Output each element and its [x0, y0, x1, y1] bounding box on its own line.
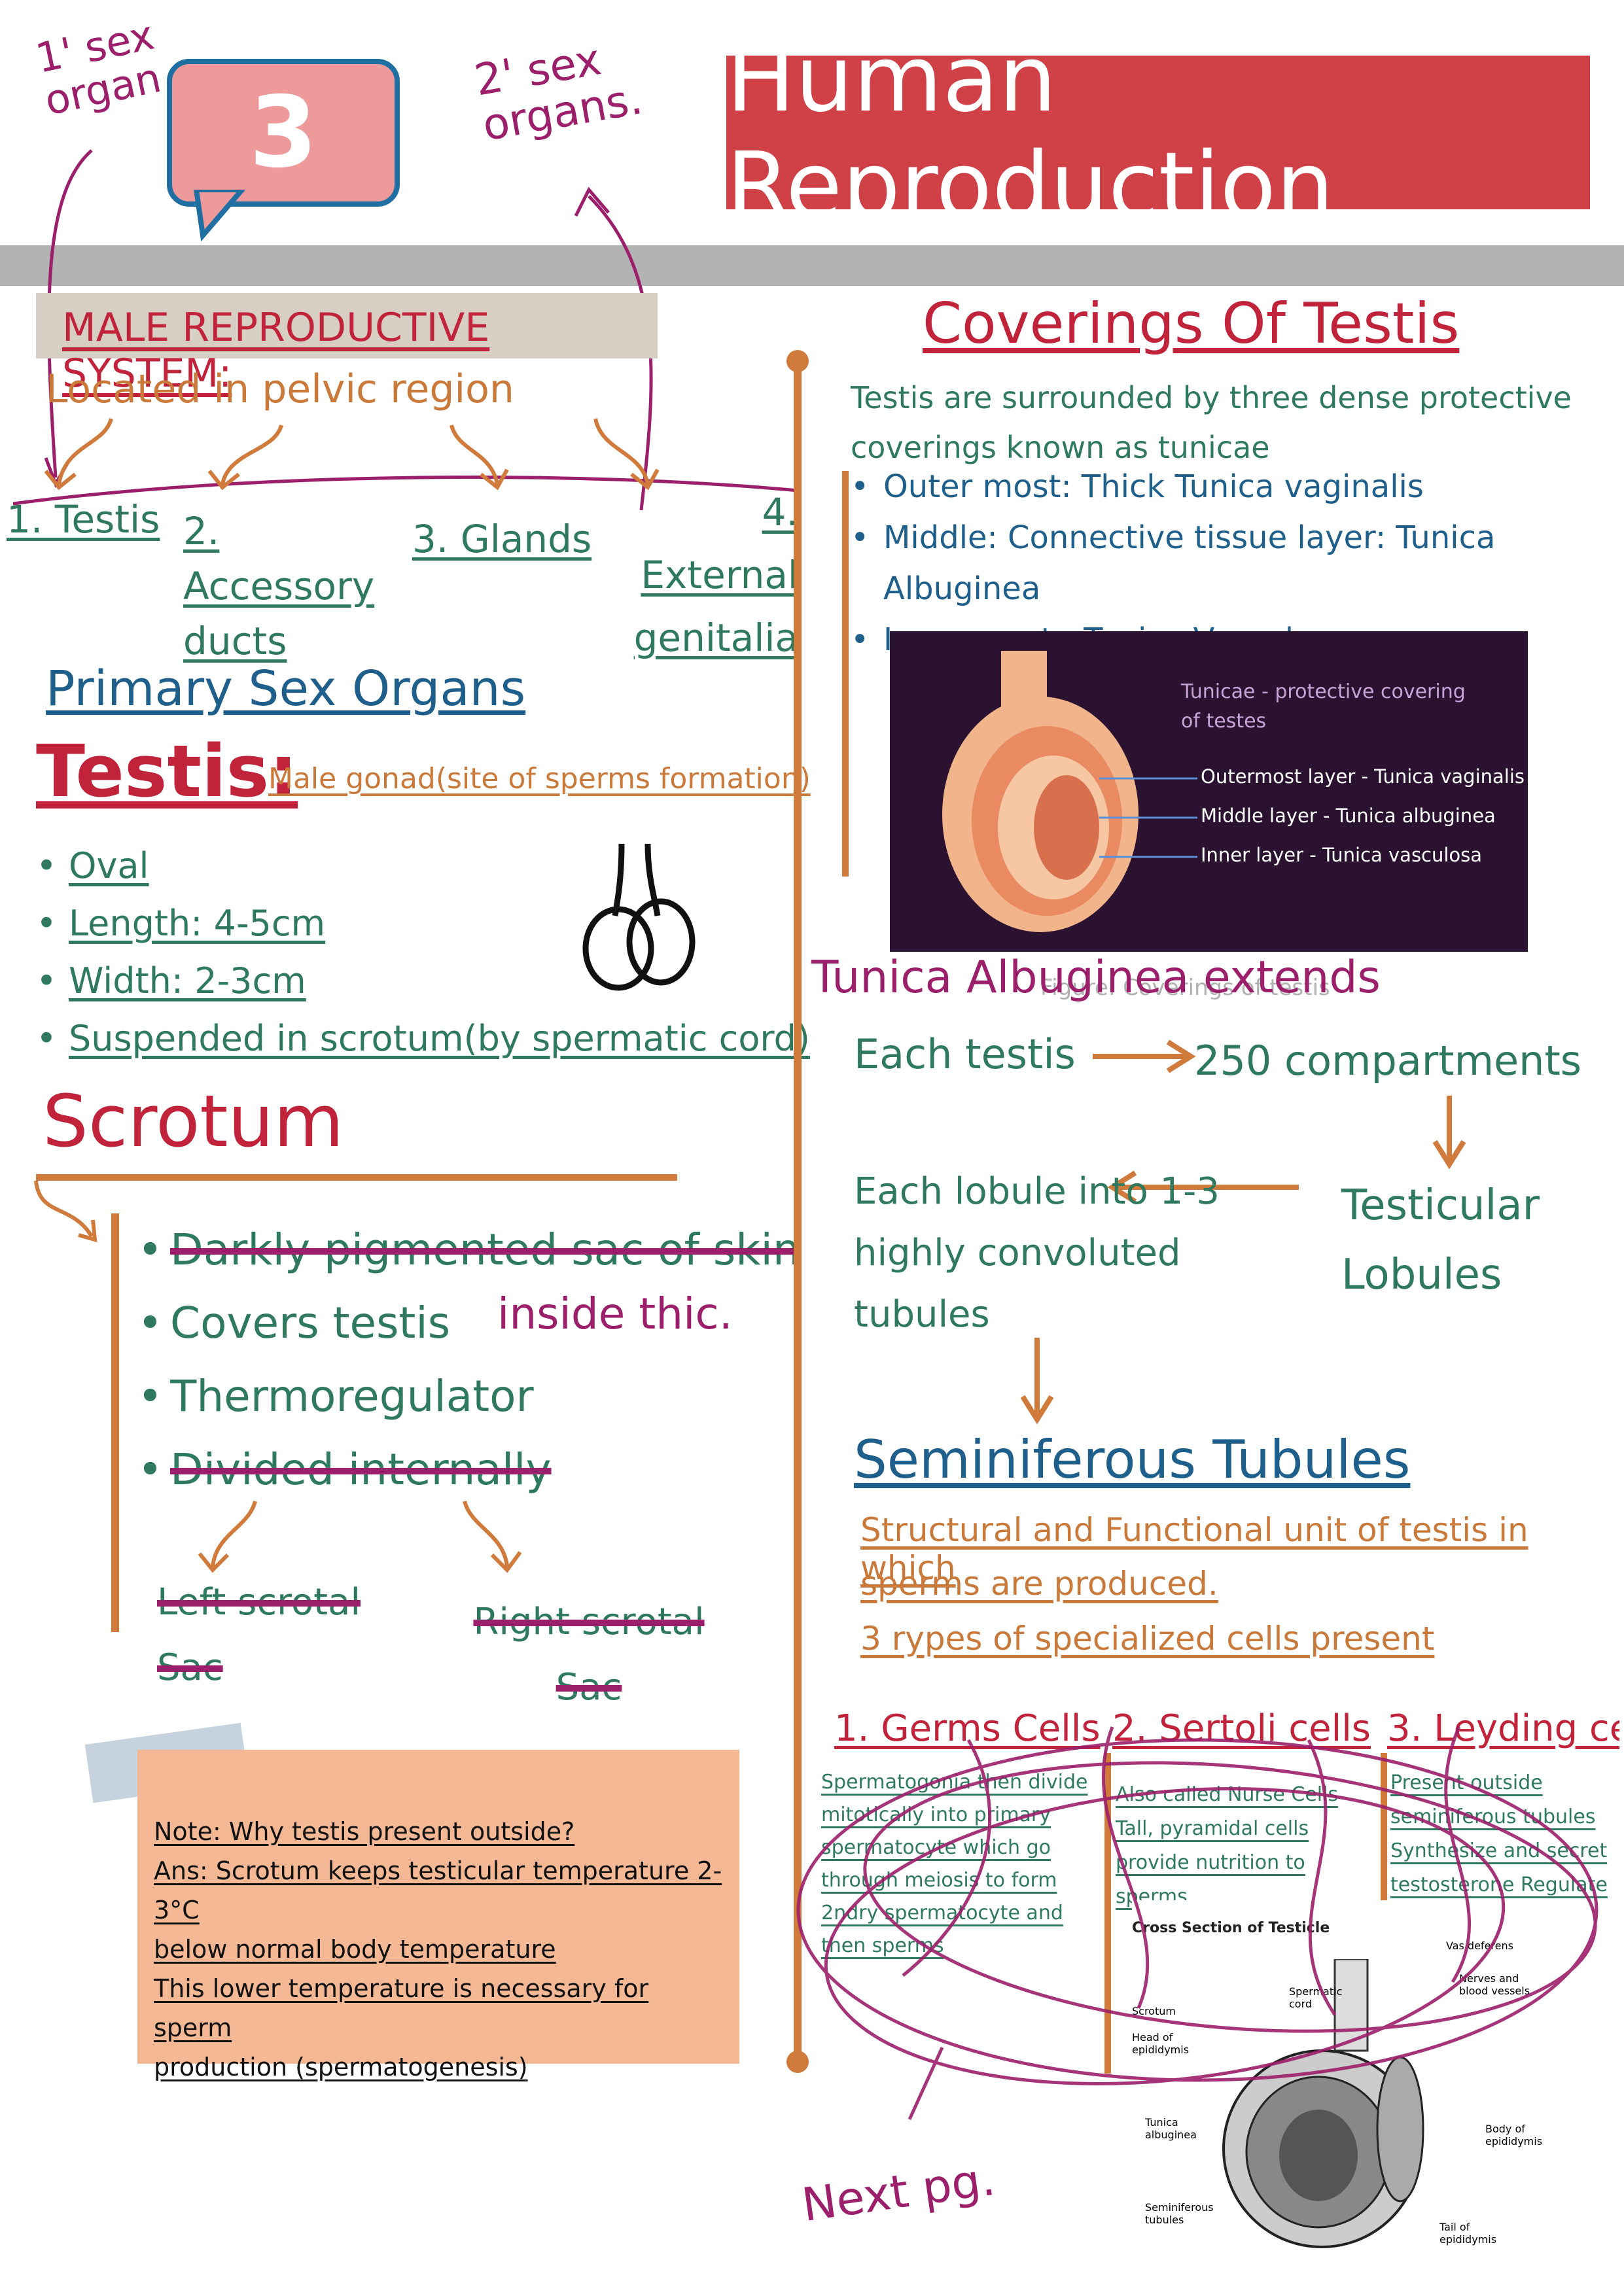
- note-line: Note: Why testis present outside?: [154, 1817, 575, 1846]
- scrotum-bullet-text: Darkly pigmented sac of skin: [170, 1225, 800, 1275]
- figure-label: Outermost layer - Tunica vaginalis: [1201, 765, 1525, 788]
- compartments: 250 compartments: [1194, 1037, 1582, 1085]
- location-text: Located in pelvic region: [46, 366, 514, 412]
- diagram-title: Cross Section of Testicle: [1132, 1920, 1330, 1936]
- figure-title: Tunicae - protective covering of testes: [1181, 680, 1466, 733]
- testis-bullet: Length: 4-5cm: [36, 895, 810, 952]
- scrotum-bullet-text: Divided internally: [170, 1444, 552, 1495]
- albuginea-note: Tunica Albuginea extends: [811, 952, 1381, 1003]
- testicular-lobules: Testicular Lobules: [1341, 1181, 1540, 1299]
- testicle-illustration: [1222, 1959, 1424, 2248]
- timeline-line: [794, 366, 802, 2061]
- diagram-label: Scrotum: [1132, 2005, 1176, 2017]
- seminiferous-def: Structural and Functional unit of testis…: [860, 1511, 1528, 1587]
- scribble-overlay: [796, 1726, 1598, 2121]
- coverings-heading: Coverings Of Testis: [923, 291, 1460, 357]
- note-card: Note: Why testis present outside? Ans: S…: [137, 1750, 739, 2081]
- branch-arrows: [198, 1501, 522, 1573]
- primary-heading: Primary Sex Organs: [46, 661, 526, 717]
- lobule-text: Each lobule into 1-3 highly convoluted t…: [854, 1170, 1220, 1336]
- testis-bullet: Suspended in scrotum(by spermatic cord): [36, 1010, 810, 1068]
- seminiferous-def: sperms are produced.: [860, 1565, 1218, 1603]
- divider-bar: [0, 245, 1624, 286]
- figure-caption: Figure: Coverings of testis: [1040, 975, 1330, 1001]
- coverings-intro: Testis are surrounded by three dense pro…: [851, 380, 1572, 465]
- scrotum-bullet-text: Thermoregulator: [170, 1371, 534, 1421]
- seminiferous-heading: Seminiferous Tubules: [854, 1429, 1411, 1490]
- arrow-right: [1093, 1039, 1196, 1073]
- location-arrows: [44, 418, 660, 491]
- testis-icon: [582, 843, 696, 991]
- diagram-label: Nerves and blood vessels: [1459, 1972, 1530, 1997]
- diagram-label: Body of epididymis: [1485, 2123, 1543, 2148]
- figure-label: Inner layer - Tunica vasculosa: [1201, 844, 1483, 866]
- cell-divider: [1381, 1753, 1387, 2041]
- timeline-dot-bottom: [786, 2051, 809, 2073]
- testis-bullet: Oval: [36, 837, 810, 895]
- testis-title: Testis:: [36, 729, 298, 813]
- scrotum-bullet: Thermoregulator: [137, 1360, 800, 1433]
- cell-divider: [1104, 1753, 1111, 2074]
- left-scrotal-sac: Left scrotal Sac: [157, 1581, 361, 1689]
- note-line: production (spermatogenesis): [154, 2053, 528, 2081]
- arrow-left: [1107, 1170, 1299, 1204]
- note-line: Ans: Scrotum keeps testicular temperatur…: [154, 1856, 722, 1924]
- scrotum-annotation: inside thic.: [497, 1289, 733, 1339]
- scrotum-title: Scrotum: [43, 1079, 344, 1163]
- testis-definition: Male gonad(site of sperms formation): [268, 762, 811, 795]
- cross-section-diagram: Cross Section of Testicle Scrotum Head o…: [1132, 1900, 1564, 2267]
- scrotum-underline: [36, 1174, 677, 1181]
- each-testis: Each testis: [854, 1030, 1076, 1078]
- figure-pointer-lines: [1099, 777, 1197, 858]
- part-accessory-ducts: 2. Accessory ducts: [183, 509, 375, 663]
- scrotum-bullet: Darkly pigmented sac of skin: [137, 1213, 800, 1287]
- scrotum-bullet: Covers testis: [137, 1287, 800, 1360]
- male-system-heading-text: MALE REPRODUCTIVE SYSTEM:: [62, 305, 490, 396]
- badge-tail: [193, 190, 246, 242]
- scrotum-bullet: Divided internally: [137, 1433, 800, 1506]
- figure-label: Middle layer - Tunica albuginea: [1201, 805, 1496, 827]
- sertoli-cells-title: 2. Sertoli cells: [1112, 1707, 1371, 1750]
- germ-cells-text: Spermatogonia then divide mitotically in…: [821, 1771, 1088, 1957]
- leydig-cells-title: 3. Leyding cell: [1387, 1707, 1619, 1750]
- testis-bullet: Width: 2-3cm: [36, 952, 810, 1010]
- note-line: This lower temperature is necessary for …: [154, 1974, 649, 2042]
- scrotum-bullet-text: Covers testis: [170, 1298, 451, 1348]
- arrow-down-2: [1020, 1338, 1054, 1425]
- note-line: below normal body temperature: [154, 1935, 556, 1964]
- part-testis: 1. Testis: [7, 497, 160, 542]
- next-page-note: Next pg.: [798, 2151, 998, 2233]
- diagram-label: Spermatic cord: [1289, 1985, 1343, 2010]
- coverings-side-line: [842, 471, 849, 877]
- scrotum-side-line: [111, 1213, 119, 1632]
- seminiferous-def: 3 rypes of specialized cells present: [860, 1620, 1435, 1658]
- right-scrotal-sac: Right scrotal Sac: [473, 1601, 705, 1709]
- chapter-number: 3: [249, 76, 318, 190]
- chapter-badge: 3: [167, 59, 400, 207]
- diagram-label: Tunica albuginea: [1145, 2116, 1197, 2141]
- testis-section-illustration: [942, 651, 1139, 932]
- part-external-genitalia: 4. External genitalia: [633, 490, 798, 660]
- scrotum-bullets: Darkly pigmented sac of skin Covers test…: [137, 1213, 800, 1506]
- covering-item: Middle: Connective tissue layer: Tunica …: [851, 512, 1624, 614]
- diagram-label: Head of epididymis: [1132, 2031, 1190, 2056]
- tunicae-figure: Tunicae - protective covering of testes …: [890, 631, 1528, 952]
- covering-item: Outer most: Thick Tunica vaginalis: [851, 461, 1624, 512]
- diagram-label: Vas deferens: [1446, 1939, 1513, 1952]
- diagram-label: Tail of epididymis: [1439, 2221, 1497, 2246]
- sertoli-cells-text: Also called Nurse Cells Tall, pyramidal …: [1116, 1783, 1339, 1908]
- testis-bullets: Oval Length: 4-5cm Width: 2-3cm Suspende…: [36, 837, 810, 1068]
- diagram-label: Seminiferous tubules: [1145, 2201, 1214, 2226]
- male-system-heading: MALE REPRODUCTIVE SYSTEM:: [36, 293, 658, 396]
- scrotum-arrow: [34, 1180, 97, 1243]
- arrow-down-1: [1432, 1096, 1466, 1170]
- germ-cells-title: 1. Germs Cells: [834, 1707, 1101, 1750]
- part-glands: 3. Glands: [412, 517, 592, 561]
